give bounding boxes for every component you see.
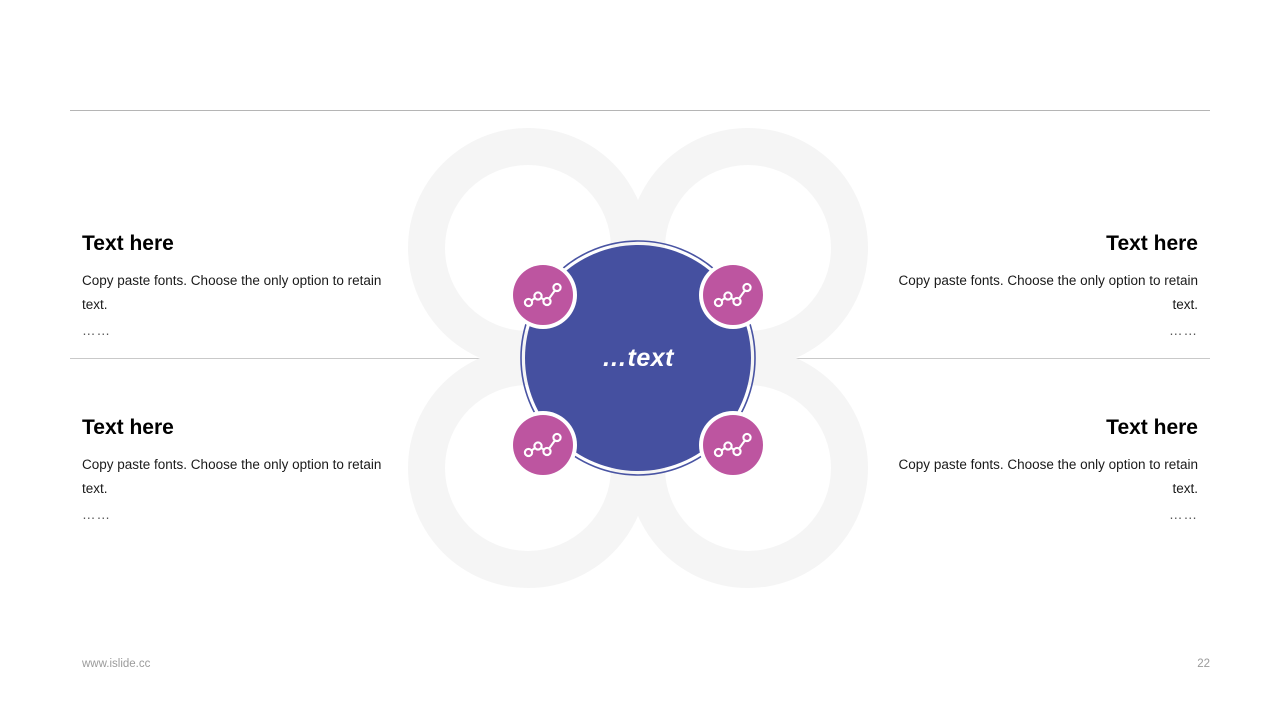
line-chart-icon [523,432,562,458]
node-top-left[interactable] [509,261,577,329]
block-ellipsis: …… [82,507,111,523]
line-chart-icon [523,282,562,308]
node-bottom-right[interactable] [699,411,767,479]
text-block-bottom-right: Text here Copy paste fonts. Choose the o… [898,416,1198,525]
block-heading: Text here [1106,232,1198,255]
block-heading: Text here [82,232,174,255]
divider-top [70,110,1210,111]
block-heading: Text here [1106,416,1198,439]
block-ellipsis: …… [82,323,111,339]
text-block-bottom-left: Text here Copy paste fonts. Choose the o… [82,416,382,525]
hub-label: …text [602,344,675,372]
text-block-top-left: Text here Copy paste fonts. Choose the o… [82,232,382,341]
line-chart-icon [713,282,752,308]
node-top-right[interactable] [699,261,767,329]
block-body: Copy paste fonts. Choose the only option… [898,457,1198,496]
line-chart-icon [713,432,752,458]
footer-url[interactable]: www.islide.cc [82,658,151,670]
block-body: Copy paste fonts. Choose the only option… [82,273,382,312]
divider-middle-right [790,358,1210,359]
text-block-top-right: Text here Copy paste fonts. Choose the o… [898,232,1198,341]
page-number: 22 [1197,658,1210,670]
block-body: Copy paste fonts. Choose the only option… [898,273,1198,312]
block-heading: Text here [82,416,174,439]
divider-middle-left [70,358,490,359]
hub-circle: …text [520,240,756,476]
block-ellipsis: …… [1169,323,1198,339]
node-bottom-left[interactable] [509,411,577,479]
block-body: Copy paste fonts. Choose the only option… [82,457,382,496]
cloverleaf-diagram: …text [408,128,868,588]
block-ellipsis: …… [1169,507,1198,523]
